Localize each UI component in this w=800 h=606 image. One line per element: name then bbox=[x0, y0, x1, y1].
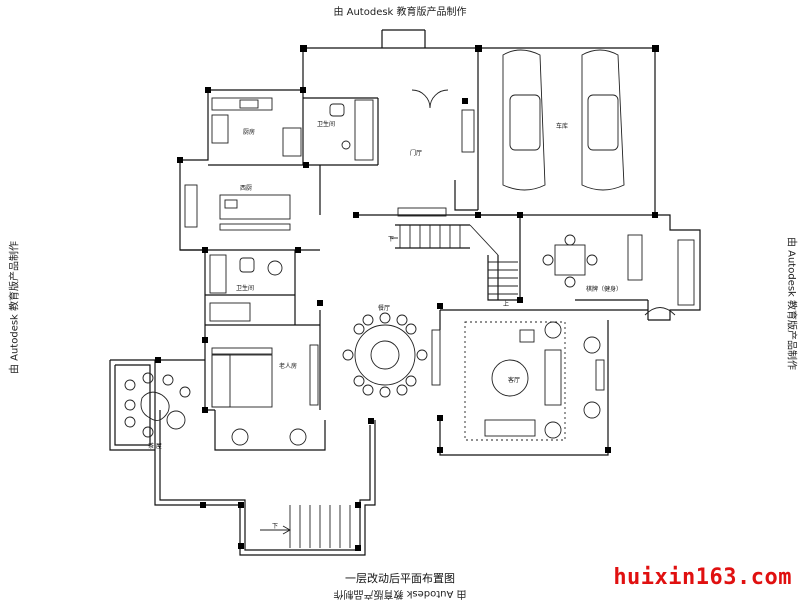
furniture bbox=[124, 49, 695, 548]
room-labels: 厨房 卫生间 门厅 车库 西厨 卫生间 老人房 餐厅 棋牌（健身） 客厅 茶 屋… bbox=[148, 120, 622, 530]
label-bath-top: 卫生间 bbox=[317, 120, 335, 128]
label-western-kitchen: 西厨 bbox=[240, 185, 252, 192]
label-dining: 餐厅 bbox=[378, 304, 390, 312]
label-stair-down-left: 下 bbox=[388, 236, 394, 243]
label-elder-room: 老人房 bbox=[279, 362, 297, 370]
label-chess-room: 棋牌（健身） bbox=[586, 285, 622, 293]
watermark-top: 由 Autodesk 教育版产品制作 bbox=[333, 7, 467, 18]
label-stair-down-bottom: 下 bbox=[272, 523, 278, 530]
label-tea: 茶 屋 bbox=[148, 442, 162, 450]
label-foyer: 门厅 bbox=[410, 149, 422, 157]
label-kitchen: 厨房 bbox=[243, 128, 255, 136]
plan-caption: 一层改动后平面布置图 bbox=[345, 572, 455, 585]
label-garage: 车库 bbox=[556, 122, 568, 130]
label-bath-mid: 卫生间 bbox=[236, 284, 254, 292]
columns bbox=[155, 45, 659, 551]
site-watermark: huixin163.com bbox=[613, 565, 792, 590]
label-stair-up: 上 bbox=[503, 300, 509, 308]
label-living: 客厅 bbox=[508, 376, 520, 384]
